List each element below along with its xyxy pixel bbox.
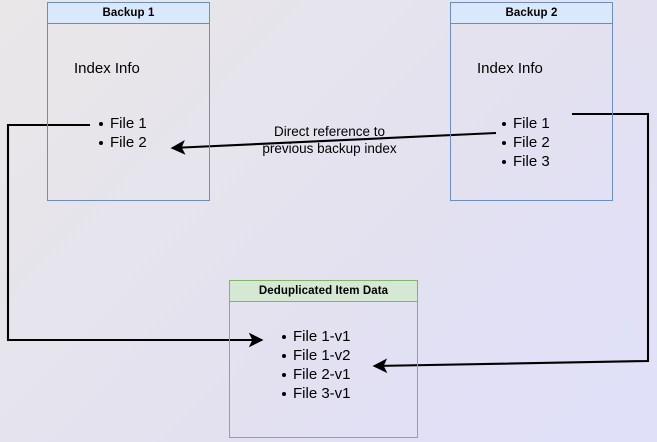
list-item[interactable]: File 3-v1 xyxy=(282,385,351,402)
backup-1-title: Backup 1 xyxy=(47,2,210,24)
deduplicated-item-data-title: Deduplicated Item Data xyxy=(229,280,418,302)
backup-1-body: Index Info File 1 File 2 xyxy=(47,24,210,201)
backup-1-index-info-label: Index Info xyxy=(74,60,140,77)
backup-1-file-list: File 1 File 2 xyxy=(92,114,147,152)
backup-1-box[interactable]: Backup 1 Index Info File 1 File 2 xyxy=(47,2,210,201)
backup-2-title: Backup 2 xyxy=(450,2,613,24)
caption-line-1: Direct reference to xyxy=(273,124,386,139)
list-item[interactable]: File 1-v2 xyxy=(282,347,351,364)
list-item[interactable]: File 1 xyxy=(99,115,147,132)
backup-2-box[interactable]: Backup 2 Index Info File 1 File 2 File 3 xyxy=(450,2,613,201)
list-item[interactable]: File 1 xyxy=(502,115,550,132)
caption-line-2: previous backup index xyxy=(262,141,397,156)
list-item[interactable]: File 1-v1 xyxy=(282,328,351,345)
deduplicated-file-list: File 1-v1 File 1-v2 File 2-v1 File 3-v1 xyxy=(275,327,351,403)
deduplicated-item-data-body: File 1-v1 File 1-v2 File 2-v1 File 3-v1 xyxy=(229,302,418,438)
list-item[interactable]: File 2-v1 xyxy=(282,366,351,383)
list-item[interactable]: File 2 xyxy=(502,134,550,151)
backup-2-body: Index Info File 1 File 2 File 3 xyxy=(450,24,613,201)
list-item[interactable]: File 2 xyxy=(99,134,147,151)
backup-2-index-info-label: Index Info xyxy=(477,60,543,77)
list-item[interactable]: File 3 xyxy=(502,153,550,170)
backup-2-file-list: File 1 File 2 File 3 xyxy=(495,114,550,171)
deduplicated-item-data-box[interactable]: Deduplicated Item Data File 1-v1 File 1-… xyxy=(229,280,418,438)
direct-reference-caption: Direct reference to previous backup inde… xyxy=(247,123,412,157)
